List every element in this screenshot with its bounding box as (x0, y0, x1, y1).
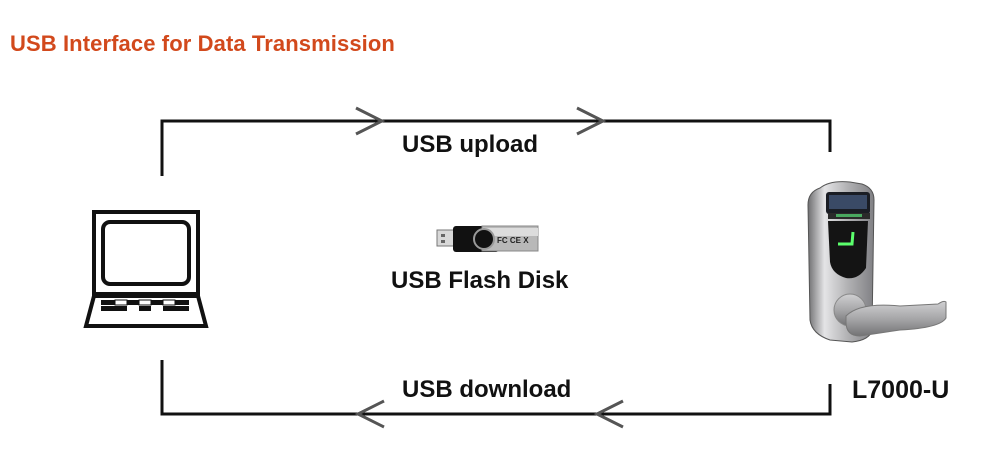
usb-flash-disk-label: USB Flash Disk (391, 267, 569, 294)
laptop-icon (83, 210, 209, 328)
download-line (160, 360, 832, 416)
usb-download-label: USB download (402, 376, 572, 403)
upload-line (160, 119, 832, 176)
upload-arrowhead-1 (355, 106, 386, 136)
download-connector (160, 360, 832, 429)
upload-connector (160, 106, 832, 176)
upload-arrowhead-2 (576, 106, 607, 136)
device-model-label: L7000-U (852, 376, 950, 404)
download-arrowhead-2 (593, 399, 624, 429)
usb-flash-drive-icon: FC CE X (436, 225, 539, 252)
fingerprint-door-lock-icon (807, 181, 947, 343)
svg-text:FC CE X: FC CE X (497, 236, 529, 245)
download-arrowhead-1 (354, 399, 385, 429)
diagram-title: USB Interface for Data Transmission (10, 31, 395, 56)
usb-upload-label: USB upload (402, 131, 538, 158)
